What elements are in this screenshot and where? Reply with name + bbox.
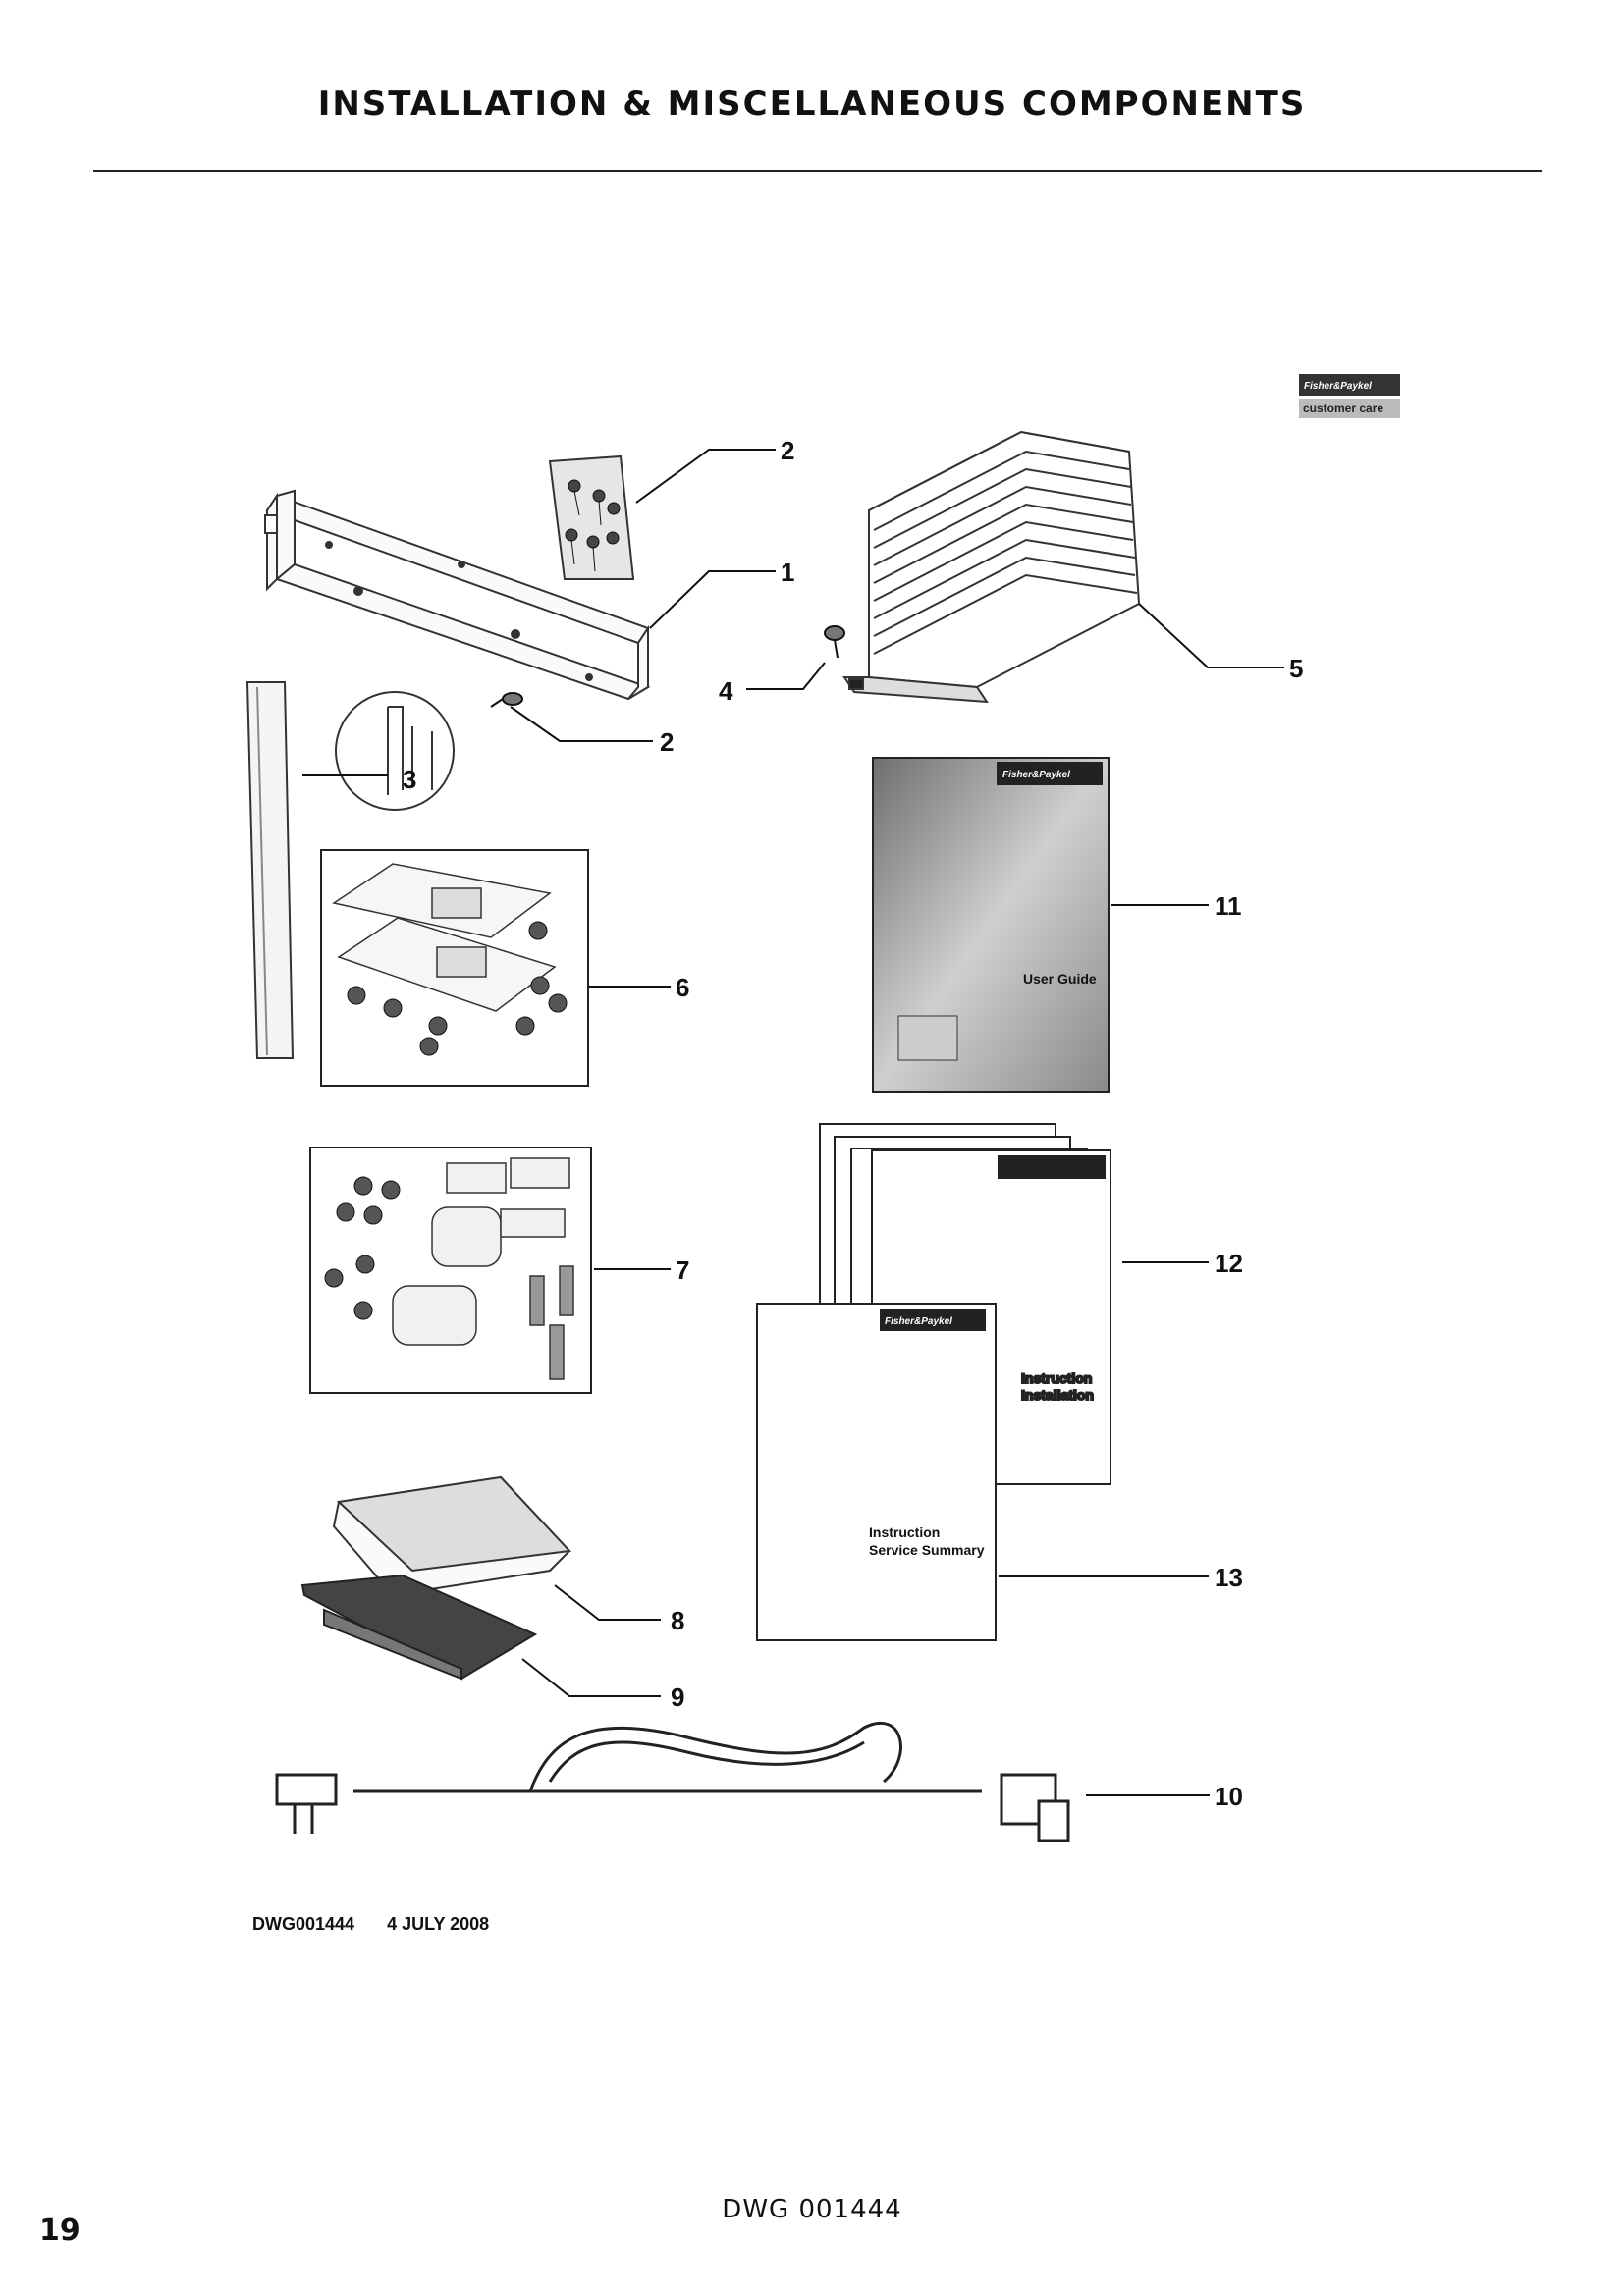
drawing-reference: DWG001444 4 JULY 2008 (252, 1914, 516, 1935)
installation-title-line1: Instruction (1021, 1370, 1092, 1386)
part-10-power-cord (275, 1721, 1070, 1842)
callout-label: 7 (676, 1255, 689, 1285)
callout-label: 6 (676, 973, 689, 1002)
callout-label: 2 (781, 436, 794, 465)
footer-drawing-code: DWG 001444 (722, 2195, 902, 2224)
part-5-condensate-tray (842, 430, 1141, 704)
callout-label: 4 (719, 676, 733, 706)
logo-brand-text: Fisher&Paykel (1304, 381, 1372, 392)
callout-label: 3 (403, 765, 416, 794)
title-divider (93, 170, 1542, 172)
part-13-service-summary: Fisher&Paykel Instruction Service Summar… (756, 1303, 997, 1641)
page-number: 19 (39, 2214, 81, 2248)
callout-label: 13 (1215, 1563, 1243, 1592)
part-11-user-guide: Fisher&Paykel User Guide (872, 757, 1110, 1093)
fisher-paykel-logo: Fisher&Paykel customer care (1299, 374, 1400, 418)
callout-label: 12 (1215, 1249, 1243, 1278)
service-summary-brand: Fisher&Paykel (885, 1316, 952, 1327)
part-2-screw-bag (548, 454, 635, 580)
service-summary-title-line2: Service Summary (869, 1542, 985, 1558)
callout-label: 8 (671, 1606, 684, 1635)
part-6-hinge-plates-box (320, 849, 589, 1087)
logo-sub-text: customer care (1303, 401, 1383, 415)
installation-title-line2: Installation (1021, 1387, 1094, 1403)
user-guide-brand: Fisher&Paykel (1002, 770, 1070, 780)
callout-label: 2 (660, 727, 674, 757)
part-2-screw (490, 692, 523, 708)
drawing-date: 4 JULY 2008 (387, 1914, 490, 1934)
part-7-fixings-box (309, 1147, 592, 1394)
callout-label: 10 (1215, 1782, 1243, 1811)
user-guide-title: User Guide (1023, 971, 1097, 987)
part-9-ice-cube-tray (300, 1574, 538, 1681)
drawing-number: DWG001444 (252, 1914, 355, 1934)
callout-label: 9 (671, 1682, 684, 1712)
callout-label: 5 (1289, 654, 1303, 683)
callout-label: 11 (1215, 891, 1242, 921)
part-3-trim-strip (245, 681, 455, 1059)
leader-lines (302, 449, 1284, 1796)
callout-label: 1 (781, 558, 794, 587)
page-title: INSTALLATION & MISCELLANEOUS COMPONENTS (317, 84, 1307, 124)
service-summary-title-line1: Instruction (869, 1524, 940, 1540)
part-4-screw (824, 625, 845, 659)
part-1-mounting-bracket (264, 489, 651, 701)
part-8-ice-tray-cover (332, 1475, 572, 1597)
callout-labels: 2 1 2 3 4 5 6 7 8 9 10 11 12 13 (403, 436, 1303, 1811)
installation-brand: Fisher&Paykel (1003, 1163, 1071, 1174)
